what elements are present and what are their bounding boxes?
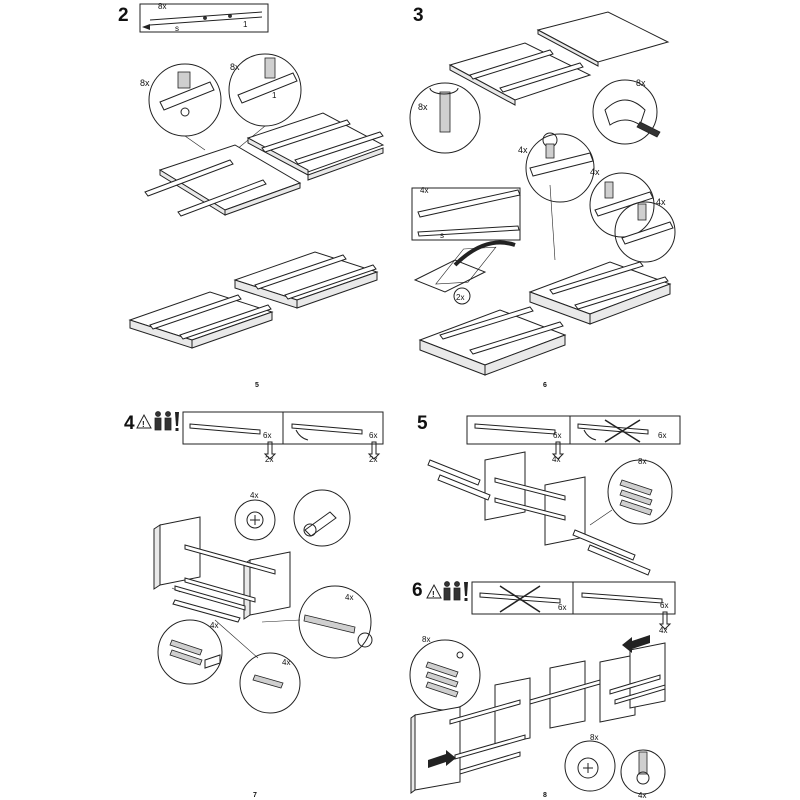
cabinet-divider (549, 660, 586, 729)
svg-text:4x: 4x (345, 593, 353, 602)
cabinet-side (249, 551, 291, 616)
svg-text:4x: 4x (518, 145, 528, 155)
svg-text:!: ! (142, 420, 145, 429)
detail-circle-dowel (409, 639, 481, 711)
warning-triangle-icon: ! (426, 583, 442, 599)
page-number: 8 (543, 792, 547, 799)
page-number: 6 (543, 382, 547, 389)
svg-text:4x: 4x (250, 491, 258, 500)
svg-text:6x: 6x (660, 601, 668, 610)
svg-text:8x: 8x (638, 457, 646, 466)
page-number: 5 (255, 382, 259, 389)
part-reference-box (466, 415, 681, 445)
detail-circle-cam (525, 133, 595, 203)
svg-text:4x: 4x (590, 167, 600, 177)
rail-reference-box (139, 3, 269, 33)
svg-text:8x: 8x (140, 78, 150, 88)
detail-circle-cam-insert (293, 489, 351, 547)
detail-circle-dowel (607, 459, 673, 525)
step-number: 4 (124, 413, 135, 434)
detail-circle-cam (564, 740, 616, 792)
svg-text:2x: 2x (265, 455, 273, 464)
detail-circle-hammer (592, 79, 658, 145)
step-4-illustration: ! 6x 2x 6x 2x 4x (136, 411, 384, 714)
svg-text:2x: 2x (369, 455, 377, 464)
drawer-rail (177, 179, 267, 217)
two-person-icon (443, 581, 461, 601)
count-label: 8x (158, 2, 166, 11)
push-arrow (622, 635, 650, 653)
push-arrow (428, 750, 456, 768)
svg-text:1: 1 (272, 91, 277, 100)
step-number: 5 (417, 413, 428, 434)
step-2-illustration: 8x s 1 8x 8x 1 (128, 2, 385, 349)
svg-text:4x: 4x (282, 658, 290, 667)
svg-text:8x: 8x (590, 733, 598, 742)
step-4-panel: 4 ! 6x 2x 6x 2x 4x (0, 400, 400, 800)
drawer-rail (144, 159, 234, 197)
svg-text:6x: 6x (263, 431, 271, 440)
svg-text:6x: 6x (369, 431, 377, 440)
svg-text:8x: 8x (422, 635, 430, 644)
rail (427, 459, 481, 486)
step-2-panel: 2 8x s 1 8x 8x 1 (0, 0, 400, 400)
detail-circle-cam (234, 499, 276, 541)
exclamation-icon (464, 582, 468, 601)
svg-text:8x: 8x (230, 62, 240, 72)
svg-text:8x: 8x (636, 78, 646, 88)
svg-text:s: s (440, 231, 444, 240)
rail (572, 529, 636, 561)
svg-text:4x: 4x (656, 197, 666, 207)
step-3-panel: 3 8x 8x 4x 4x 4x 4x (400, 0, 800, 400)
svg-text:8x: 8x (418, 102, 428, 112)
exclamation-icon (175, 412, 179, 431)
detail-circle-dowel (409, 82, 481, 154)
detail-circle-screw (620, 749, 666, 795)
step-number: 3 (413, 5, 424, 26)
detail-circle-screw (298, 585, 372, 659)
svg-text:4x: 4x (552, 455, 560, 464)
two-person-icon (154, 411, 172, 431)
svg-text:s: s (175, 24, 179, 33)
cabinet-divider (494, 677, 531, 746)
page-number: 7 (253, 792, 257, 799)
svg-text:4x: 4x (659, 626, 667, 635)
detail-circle-right (589, 172, 655, 238)
svg-text:2x: 2x (456, 293, 464, 302)
rail (587, 544, 651, 576)
svg-text:4x: 4x (420, 186, 428, 195)
svg-text:!: ! (432, 590, 435, 599)
step-number: 2 (118, 5, 129, 26)
rails-reference-box (411, 187, 521, 241)
detail-circle-dowel (157, 619, 223, 685)
svg-text:4x: 4x (638, 791, 646, 800)
svg-text:6x: 6x (658, 431, 666, 440)
shelf-panel (536, 11, 670, 63)
svg-text:1: 1 (243, 20, 248, 29)
step-5-6-panel: 5 6 6x 4x 6x 8x ! (400, 400, 800, 800)
warning-triangle-icon: ! (136, 413, 152, 429)
rail (437, 474, 491, 501)
step-5-6-illustration: 6x 4x 6x 8x ! (409, 415, 681, 800)
svg-text:6x: 6x (553, 431, 561, 440)
step-3-illustration: 8x 8x 4x 4x 4x 4x s 2x (409, 11, 676, 376)
svg-text:6x: 6x (558, 603, 566, 612)
step-number: 6 (412, 580, 423, 601)
svg-text:4x: 4x (210, 621, 218, 630)
